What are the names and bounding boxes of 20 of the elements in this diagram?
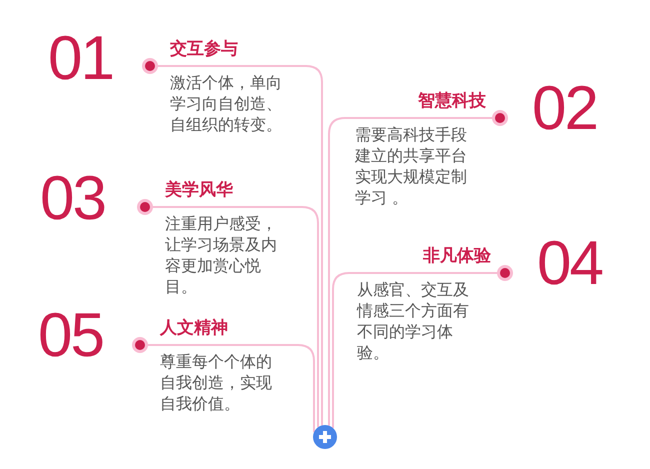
connector-line — [328, 117, 348, 426]
item-description: 从感官、交互及情感三个方面有不同的学习体验。 — [357, 279, 470, 363]
step-number: 04 — [537, 233, 602, 295]
item-description: 激活个体，单向学习向自创造、自组织的转变。 — [170, 72, 283, 135]
step-number: 02 — [532, 78, 597, 140]
connector-line — [332, 272, 350, 428]
item-title: 交互参与 — [170, 38, 238, 60]
item-title: 非凡体验 — [423, 245, 491, 267]
connector-line — [297, 206, 319, 428]
connector-line — [304, 65, 323, 426]
item-title: 人文精神 — [160, 317, 228, 339]
item-description: 注重用户感受，让学习场景及内容更加赏心悦目。 — [165, 213, 278, 297]
item-title: 美学风华 — [165, 179, 233, 201]
step-number: 05 — [38, 305, 103, 367]
item-description: 尊重每个个体的自我创造，实现自我价值。 — [160, 351, 273, 414]
step-number: 01 — [48, 28, 113, 90]
item-title: 智慧科技 — [418, 90, 486, 112]
item-description: 需要高科技手段建立的共享平台实现大规模定制学习 。 — [355, 124, 468, 208]
connector-line — [292, 344, 315, 432]
step-number: 03 — [40, 168, 105, 230]
